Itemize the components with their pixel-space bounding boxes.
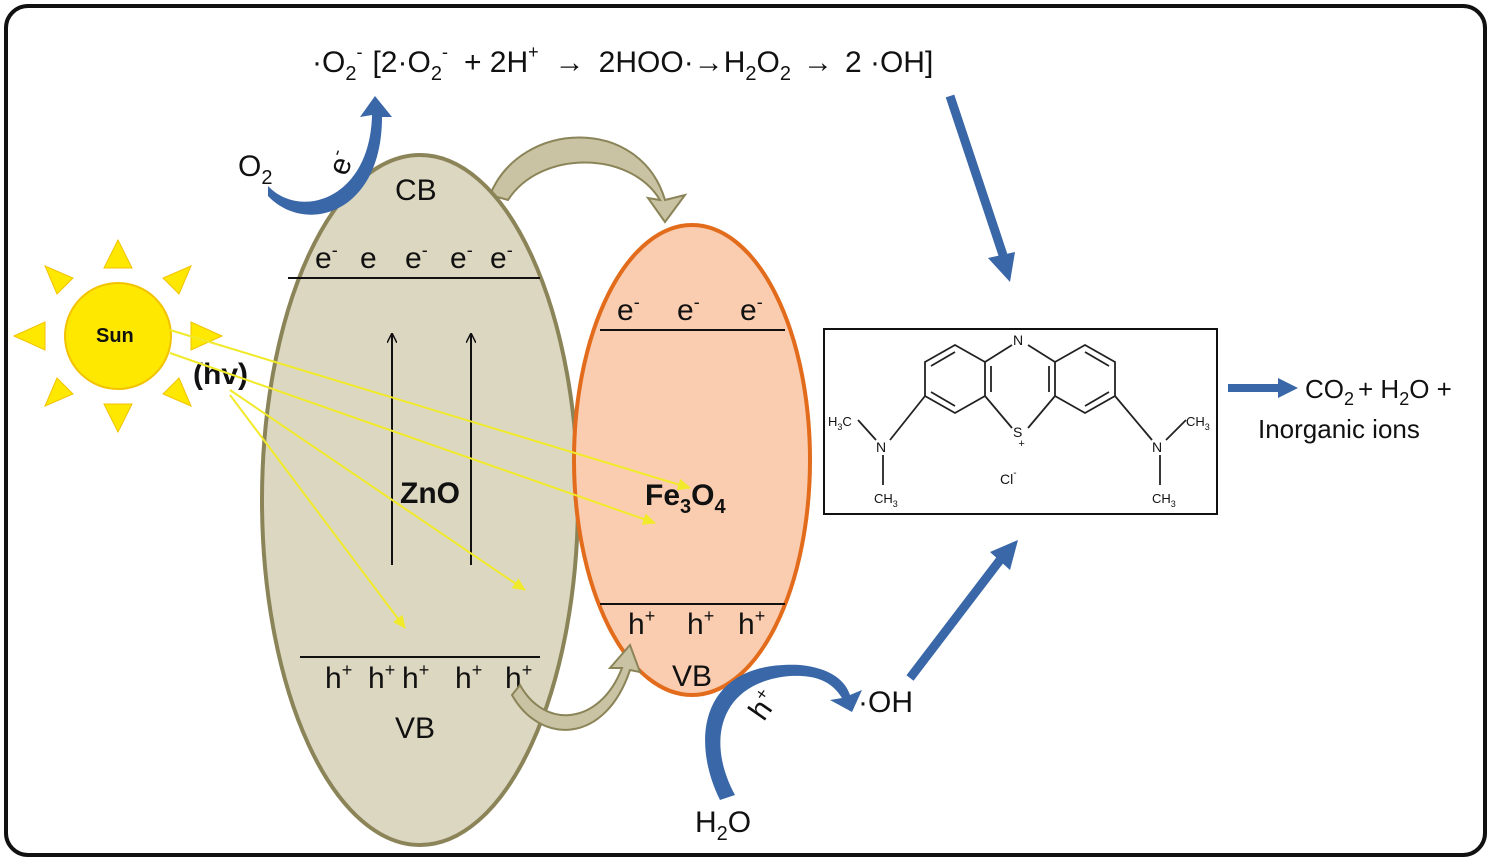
- hydroxyl-radical-label: ·OH: [858, 686, 913, 719]
- light-ray: [169, 352, 656, 525]
- zno-electron: e-: [405, 240, 428, 275]
- sun-ray: [103, 238, 133, 269]
- methylene-blue-structure: N S+ Cl- N N H3C CH3 CH3 CH3: [823, 328, 1218, 515]
- sun-ray: [162, 377, 192, 407]
- hole-oxidation-arrow: [705, 664, 862, 800]
- zno-hole: h+: [325, 660, 352, 695]
- zno-hole: h+: [455, 660, 482, 695]
- fe3o4-electron: e-: [740, 292, 763, 327]
- sun: Sun: [12, 238, 224, 434]
- molecule-box: [823, 328, 1218, 515]
- zno-name: ZnO: [400, 477, 460, 510]
- molecule-ch3-left: CH3: [874, 491, 898, 509]
- zno-electron: e-: [315, 240, 338, 275]
- light-rays: [169, 329, 691, 629]
- molecule-cl: Cl-: [1000, 468, 1017, 487]
- fe3o4-electron: e-: [677, 292, 700, 327]
- fe3o4-electrons: e- e- e-: [617, 292, 763, 327]
- fe3o4-electron: e-: [617, 292, 640, 327]
- water-label: H2O: [695, 806, 751, 845]
- attack-arrow-bottom-head: [990, 540, 1018, 570]
- molecule-n-top: N: [1013, 332, 1023, 348]
- attack-arrow-top-shaft: [945, 94, 1008, 257]
- equation-text: ·O2-[2·O2-+ 2H+→2HOO·→H2O2→2 ·OH]: [312, 42, 933, 85]
- molecule-ch3-right-bottom: CH3: [1152, 491, 1176, 509]
- zno-hole: h+: [368, 660, 395, 695]
- products-arrow-head: [1278, 378, 1298, 398]
- fe3o4-vb-label: VB: [672, 660, 712, 693]
- light-ray: [229, 394, 406, 629]
- sun-ray: [103, 403, 133, 434]
- o2-label: O2: [238, 150, 272, 189]
- zno-electrons: e- e e- e- e-: [315, 240, 513, 275]
- zno-holes: h+ h+ h+ h+ h+: [325, 660, 532, 695]
- products-line1: CO2+ H2O +: [1305, 374, 1452, 409]
- molecule-s: S+: [1013, 424, 1025, 450]
- sun-ray: [12, 321, 46, 351]
- sun-ray: [162, 265, 192, 295]
- attack-arrow-top-head: [988, 252, 1015, 282]
- molecule-n-right: N: [1152, 439, 1162, 455]
- electron-transfer-arrow: [488, 136, 688, 224]
- o2-reduction-arrow: [268, 96, 392, 215]
- sun-ray: [44, 377, 74, 407]
- zno-electron: e-: [450, 240, 473, 275]
- hole-transfer-arrow: [510, 643, 642, 731]
- zno-electron: e-: [490, 240, 513, 275]
- molecule-h3c-left: H3C: [828, 414, 852, 432]
- attack-arrow-top: [945, 94, 1015, 282]
- zno-vb-label: VB: [395, 712, 435, 745]
- molecule-bonds: [857, 343, 1187, 485]
- fe3o4-hole: h+: [628, 606, 655, 641]
- light-ray: [229, 389, 526, 591]
- sun-ray: [44, 265, 74, 295]
- molecule-ch3-right-top: CH3: [1186, 414, 1210, 432]
- fe3o4-holes: h+ h+ h+: [628, 606, 765, 641]
- fe3o4-particle: [572, 223, 812, 697]
- sun-label: Sun: [96, 325, 134, 347]
- products-arrow: [1228, 378, 1298, 398]
- zno-electron: e: [360, 242, 377, 275]
- fe3o4-hole: h+: [687, 606, 714, 641]
- products-line2: Inorganic ions: [1258, 414, 1420, 444]
- zno-cb-label: CB: [395, 174, 437, 207]
- attack-arrow-bottom: [906, 540, 1018, 681]
- fe3o4-hole: h+: [738, 606, 765, 641]
- fe3o4-name: Fe3O4: [645, 479, 726, 518]
- zno-hole: h+: [402, 660, 429, 695]
- sun-disc: [64, 282, 172, 390]
- molecule-n-left: N: [876, 439, 886, 455]
- light-ray: [169, 329, 691, 491]
- top-equation: ·O2-[2·O2-+ 2H+→2HOO·→H2O2→2 ·OH]: [312, 42, 933, 85]
- attack-arrow-bottom-shaft: [906, 557, 1004, 681]
